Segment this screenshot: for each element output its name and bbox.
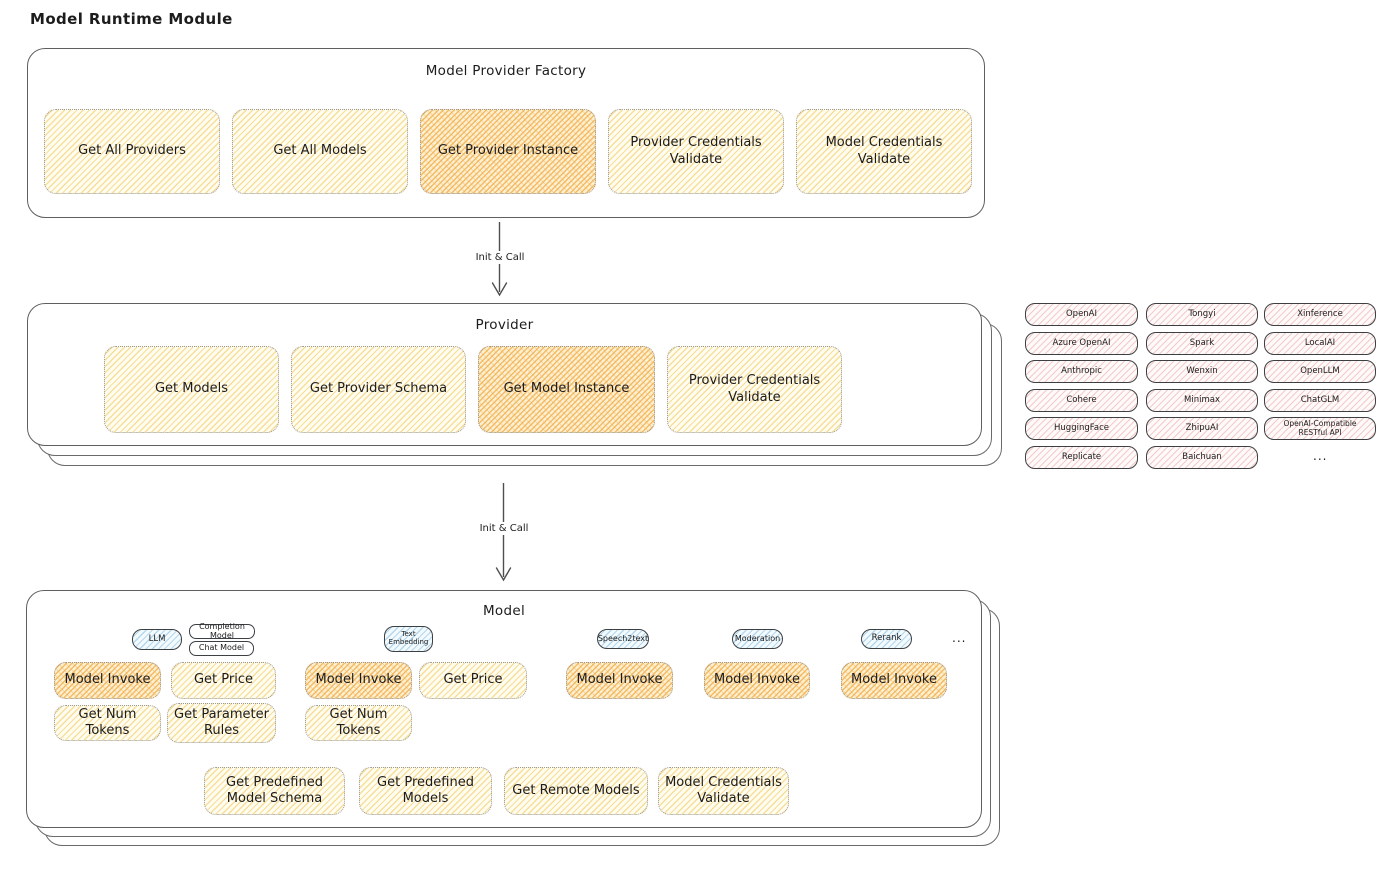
- provider-title: Provider: [475, 317, 534, 333]
- node-model-invoke-speech2text: Model Invoke: [566, 662, 673, 699]
- node-get-predefined-model-schema: Get Predefined Model Schema: [204, 767, 345, 815]
- provider-chip-xinference: Xinference: [1264, 303, 1376, 326]
- model-tabs-more: ...: [952, 631, 967, 645]
- node-provider-credentials-validate: Provider Credentials Validate: [667, 346, 842, 433]
- provider-chip-azure-openai: Azure OpenAI: [1025, 332, 1138, 355]
- tab-completion-model: Completion Model: [189, 622, 255, 639]
- node-model-invoke-rerank: Model Invoke: [841, 662, 947, 699]
- node-provider-credentials-validate-factory: Provider Credentials Validate: [608, 109, 784, 194]
- provider-chip-anthropic: Anthropic: [1025, 360, 1138, 383]
- node-model-credentials-validate: Model Credentials Validate: [658, 767, 789, 815]
- provider-chip-replicate: Replicate: [1025, 446, 1138, 469]
- tab-chat-model: Chat Model: [189, 641, 254, 656]
- provider-chip-chatglm: ChatGLM: [1264, 389, 1376, 412]
- tab-text-embedding: Text Embedding: [384, 626, 433, 652]
- page-title: Model Runtime Module: [30, 10, 233, 28]
- tab-moderation: Moderation: [732, 629, 783, 649]
- factory-title: Model Provider Factory: [425, 63, 587, 79]
- tab-llm: LLM: [132, 629, 182, 650]
- node-model-invoke-llm: Model Invoke: [54, 662, 161, 699]
- provider-chip-cohere: Cohere: [1025, 389, 1138, 412]
- provider-chip-zhipuai: ZhipuAI: [1146, 417, 1258, 440]
- arrow-label-init-call-1: Init & Call: [471, 251, 529, 264]
- provider-chip-openai: OpenAI: [1025, 303, 1138, 326]
- arrow-label-init-call-2: Init & Call: [475, 522, 533, 535]
- node-get-remote-models: Get Remote Models: [504, 767, 648, 815]
- node-model-credentials-validate-factory: Model Credentials Validate: [796, 109, 972, 194]
- node-get-price-llm: Get Price: [171, 662, 276, 699]
- node-model-invoke-text-embedding: Model Invoke: [305, 662, 412, 699]
- provider-chip-spark: Spark: [1146, 332, 1258, 355]
- provider-chip-localai: LocalAI: [1264, 332, 1376, 355]
- node-get-price-text-embedding: Get Price: [419, 662, 527, 699]
- model-title: Model: [482, 603, 526, 619]
- node-get-num-tokens-llm: Get Num Tokens: [54, 705, 161, 741]
- provider-chip-minimax: Minimax: [1146, 389, 1258, 412]
- provider-chip-huggingface: HuggingFace: [1025, 417, 1138, 440]
- provider-chip-openai-compatible: OpenAI-Compatible RESTful API: [1264, 417, 1376, 440]
- provider-chips-more: ...: [1313, 449, 1328, 463]
- model-provider-factory-panel: Model Provider Factory Get All Providers…: [27, 48, 985, 218]
- node-get-all-models: Get All Models: [232, 109, 408, 194]
- node-get-num-tokens-text-embedding: Get Num Tokens: [305, 705, 412, 741]
- tab-rerank: Rerank: [861, 629, 912, 649]
- model-panel: Model LLM Completion Model Chat Model Te…: [26, 590, 982, 828]
- node-get-model-instance: Get Model Instance: [478, 346, 655, 433]
- node-get-provider-schema: Get Provider Schema: [291, 346, 466, 433]
- provider-chip-wenxin: Wenxin: [1146, 360, 1258, 383]
- node-get-parameter-rules: Get Parameter Rules: [167, 703, 276, 743]
- node-get-all-providers: Get All Providers: [44, 109, 220, 194]
- tab-speech2text: Speech2text: [597, 629, 649, 649]
- node-get-models: Get Models: [104, 346, 279, 433]
- provider-panel: Provider Get Models Get Provider Schema …: [27, 303, 982, 446]
- provider-chip-openllm: OpenLLM: [1264, 360, 1376, 383]
- node-get-predefined-models: Get Predefined Models: [359, 767, 492, 815]
- node-model-invoke-moderation: Model Invoke: [704, 662, 810, 699]
- node-get-provider-instance: Get Provider Instance: [420, 109, 596, 194]
- provider-chip-tongyi: Tongyi: [1146, 303, 1258, 326]
- provider-chip-baichuan: Baichuan: [1146, 446, 1258, 469]
